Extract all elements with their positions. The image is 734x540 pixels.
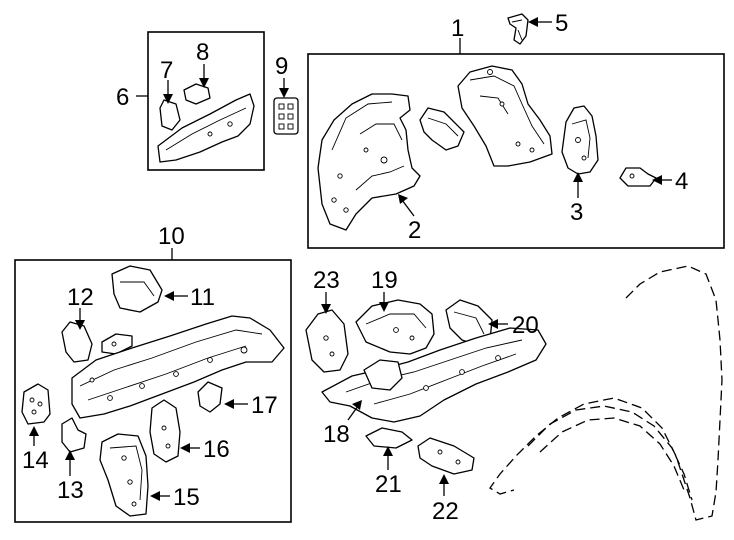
part-15-bracket bbox=[99, 433, 149, 517]
callout-3: 3 bbox=[570, 199, 583, 226]
part-12-bracket bbox=[61, 321, 93, 363]
callout-8: 8 bbox=[196, 39, 209, 66]
part-13-bracket bbox=[61, 417, 87, 453]
callout-15: 15 bbox=[173, 484, 200, 511]
part-14-plate bbox=[21, 383, 51, 425]
part-9-plate bbox=[273, 97, 299, 135]
callout-16: 16 bbox=[203, 436, 230, 463]
part-2-wheelhouse bbox=[317, 93, 421, 231]
callout-12: 12 bbox=[67, 284, 94, 311]
callout-9: 9 bbox=[275, 53, 288, 80]
callout-23: 23 bbox=[313, 267, 340, 294]
callout-21: 21 bbox=[375, 471, 402, 498]
part-3-plate bbox=[561, 105, 599, 175]
part-11-bracket bbox=[111, 265, 163, 313]
callout-22: 22 bbox=[432, 498, 459, 525]
group-1-frame bbox=[307, 53, 725, 249]
part-7-bracket bbox=[159, 99, 181, 131]
callout-7: 7 bbox=[160, 57, 173, 84]
callout-10: 10 bbox=[158, 223, 185, 250]
leader-lines bbox=[29, 17, 672, 501]
group-6-frame bbox=[147, 31, 265, 171]
part-8-bracket bbox=[183, 83, 211, 105]
callout-5: 5 bbox=[555, 10, 568, 37]
part-21-bracket bbox=[365, 427, 413, 449]
callout-6: 6 bbox=[116, 84, 129, 111]
part-small-bracket bbox=[419, 107, 465, 151]
group-10-frame bbox=[14, 259, 292, 523]
part-23-bracket bbox=[305, 309, 349, 373]
part-19-bracket bbox=[355, 299, 435, 355]
callout-14: 14 bbox=[22, 447, 49, 474]
part-18-rail bbox=[321, 327, 547, 423]
callout-17: 17 bbox=[251, 392, 278, 419]
callout-1: 1 bbox=[451, 15, 464, 42]
part-small-tab bbox=[101, 333, 133, 355]
part-5 bbox=[507, 13, 529, 45]
part-16-bracket bbox=[149, 399, 181, 463]
part-22-bracket bbox=[417, 437, 475, 475]
fender-outline bbox=[489, 265, 723, 521]
part-4-clip bbox=[619, 167, 657, 187]
callout-19: 19 bbox=[371, 267, 398, 294]
part-upper-rail-reinforcement bbox=[457, 65, 553, 167]
part-17-bracket bbox=[197, 381, 223, 413]
callout-4: 4 bbox=[675, 168, 688, 195]
callout-11: 11 bbox=[190, 284, 215, 311]
part-6-rail bbox=[157, 93, 255, 163]
callout-13: 13 bbox=[57, 477, 84, 504]
callout-20: 20 bbox=[512, 312, 539, 339]
part-10-frame-rail bbox=[71, 315, 285, 419]
callout-2: 2 bbox=[408, 217, 421, 244]
callout-18: 18 bbox=[323, 421, 350, 448]
